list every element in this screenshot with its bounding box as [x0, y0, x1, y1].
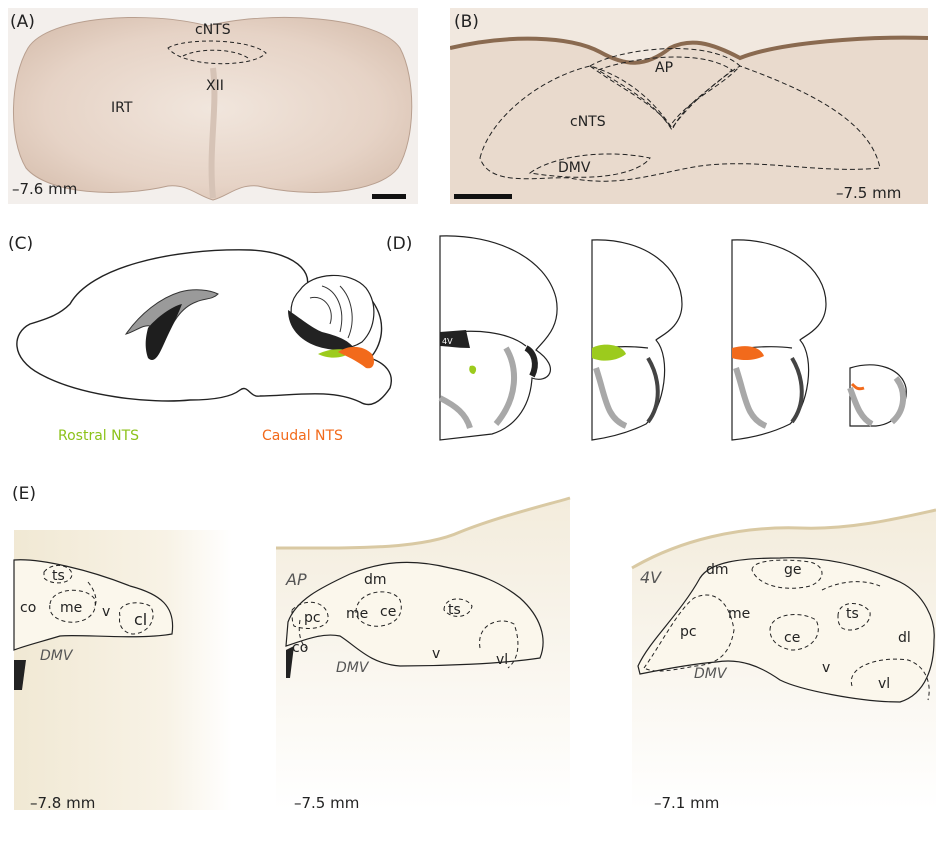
panel-c: (C) Rostral NTS Caudal NTS [0, 228, 410, 453]
e3-dmv-label: DMV [694, 666, 726, 682]
panel-a: (A) cNTS XII IRT –7.6 mm [8, 8, 418, 204]
e2-pc-label: pc [304, 610, 321, 626]
cnts-label-b: cNTS [570, 114, 606, 130]
e2-depth: –7.5 mm [294, 794, 359, 812]
e2-vl-label: vl [496, 652, 508, 668]
e3-4v-label: 4V [640, 568, 661, 587]
ap-label: AP [655, 60, 673, 76]
coronal-section-1: 4V [440, 236, 557, 440]
coronal-sections-diagram: 4V [386, 228, 936, 448]
e1-co-label: co [20, 600, 36, 616]
e3-dm-label: dm [706, 562, 729, 578]
e2-ce-label: ce [380, 604, 396, 620]
caudal-nts-legend: Caudal NTS [262, 428, 343, 444]
e1-dmv-label: DMV [40, 648, 72, 664]
panel-a-label: (A) [10, 12, 35, 32]
e1-me-label: me [60, 600, 82, 616]
e3-v-label: v [822, 660, 830, 676]
panel-e: (E) [0, 470, 936, 843]
coronal-section-3 [732, 240, 826, 440]
irt-label: IRT [111, 100, 132, 116]
panel-d: (D) 4V [386, 228, 936, 448]
e3-ge-label: ge [784, 562, 802, 578]
e2-ts-label: ts [448, 602, 461, 618]
e2-dmv-label: DMV [336, 660, 368, 676]
e3-me-label: me [728, 606, 750, 622]
e2-dm-label: dm [364, 572, 387, 588]
rostral-nts-legend: Rostral NTS [58, 428, 139, 444]
e3-dl-label: dl [898, 630, 911, 646]
e1-ts-label: ts [52, 568, 65, 584]
panel-b: (B) AP cNTS DMV –7.5 mm [450, 8, 928, 204]
coronal-section-2 [592, 240, 682, 440]
panel-b-depth: –7.5 mm [836, 184, 901, 202]
cnts-label: cNTS [195, 22, 231, 38]
e2-co-label: co [292, 640, 308, 656]
coronal-section-4 [850, 365, 906, 426]
xii-label: XII [206, 78, 224, 94]
nts-subnuclei-diagram [0, 470, 936, 843]
sagittal-brain-diagram [0, 228, 410, 428]
panel-b-label: (B) [454, 12, 479, 32]
dmv-label-b: DMV [558, 160, 590, 176]
e3-pc-label: pc [680, 624, 697, 640]
e1-cl-label: cl [134, 610, 147, 629]
e2-me-label: me [346, 606, 368, 622]
e2-v-label: v [432, 646, 440, 662]
ventricle-4v-text: 4V [442, 337, 453, 346]
panel-a-depth: –7.6 mm [12, 180, 77, 198]
e1-v-label: v [102, 604, 110, 620]
e2-ap-label: AP [286, 570, 307, 589]
panel-b-micrograph [450, 8, 928, 204]
e3-ce-label: ce [784, 630, 800, 646]
e3-vl-label: vl [878, 676, 890, 692]
e1-depth: –7.8 mm [30, 794, 95, 812]
e3-depth: –7.1 mm [654, 794, 719, 812]
e3-ts-label: ts [846, 606, 859, 622]
